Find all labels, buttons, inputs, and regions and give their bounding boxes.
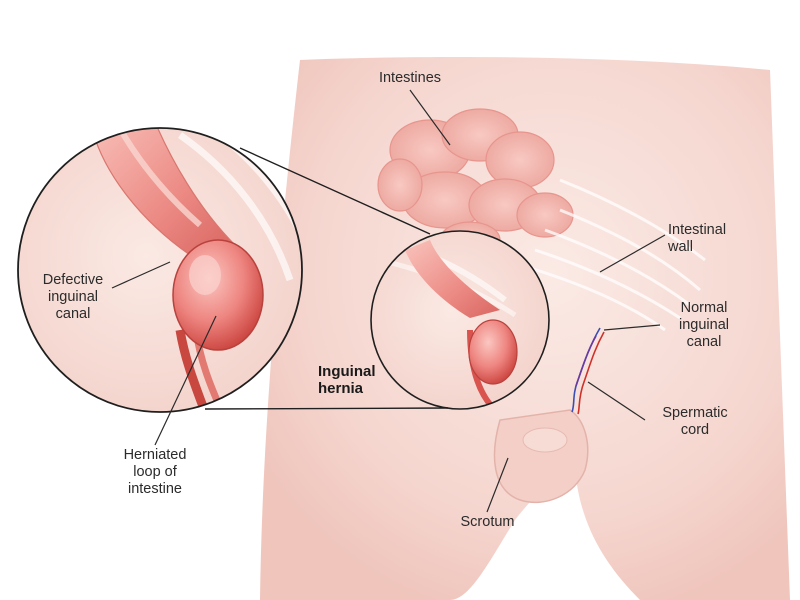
small-magnifier-circle — [370, 230, 550, 410]
big-circle-content — [18, 128, 302, 412]
leader-lines — [111, 89, 666, 513]
leader-defective-canal — [111, 261, 171, 289]
magnifier-connector-bottom — [204, 407, 449, 410]
label-defective-inguinal-canal: Defective inguinal canal — [42, 272, 104, 322]
intestines-cluster — [377, 108, 574, 259]
label-scrotum: Scrotum — [460, 514, 515, 530]
label-normal-inguinal-canal: Normal inguinal canal — [679, 300, 729, 350]
leader-spermatic-cord — [587, 381, 646, 421]
scrotum-shape — [493, 409, 589, 504]
label-inguinal-hernia: Inguinal hernia — [318, 363, 376, 397]
label-spermatic-cord: Spermatic cord — [662, 405, 728, 438]
magnifier-connector-top — [239, 147, 431, 235]
label-herniated-loop: Herniated loop of intestine — [123, 447, 187, 497]
big-magnifier-circle — [17, 127, 303, 413]
leader-herniated-loop — [154, 315, 217, 446]
intestinal-wall-fibers — [529, 178, 706, 332]
leader-normal-canal — [603, 324, 661, 331]
label-intestines: Intestines — [378, 70, 442, 86]
leader-intestines — [409, 89, 451, 146]
label-intestinal-wall: Intestinal wall — [668, 222, 727, 255]
spermatic-cord-vessels — [571, 327, 605, 415]
leader-intestinal-wall — [599, 234, 666, 273]
leader-scrotum — [486, 457, 509, 513]
